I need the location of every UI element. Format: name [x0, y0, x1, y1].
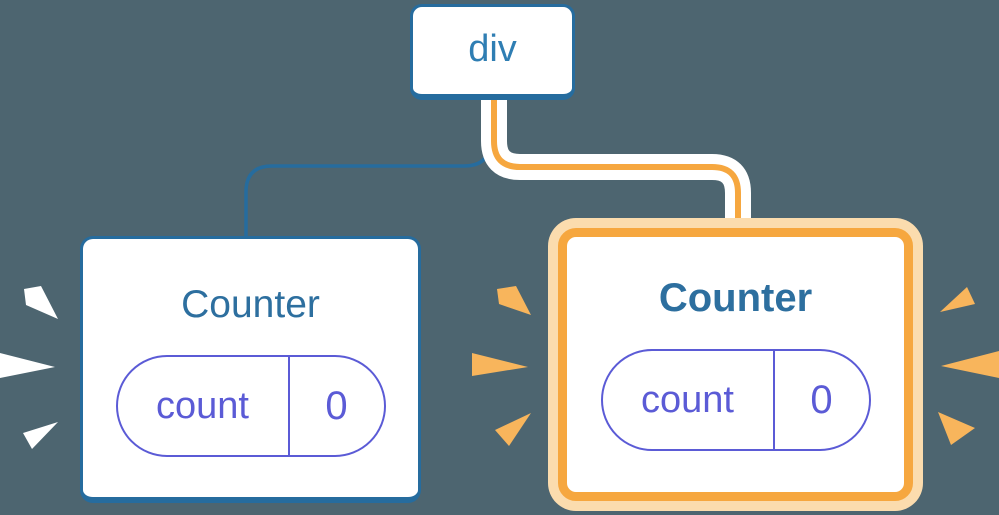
tree-node-counter-right: Counter count 0: [558, 228, 913, 501]
div-node-label: div: [468, 27, 517, 70]
connector-left-icon: [244, 98, 492, 240]
burst-white-bottom-icon: [23, 422, 58, 449]
burst-white-top-icon: [24, 286, 58, 319]
counter-right-title: Counter: [658, 276, 813, 320]
burst-orange-left-top-icon: [497, 286, 531, 315]
burst-orange-right-top-icon: [940, 287, 975, 312]
counter-left-title: Counter: [181, 283, 320, 326]
burst-orange-left-middle-icon: [472, 353, 528, 376]
state-key-label: count: [156, 384, 249, 427]
burst-white-middle-icon: [0, 353, 55, 378]
state-value-label: 0: [287, 357, 384, 455]
state-key-label: count: [641, 378, 734, 421]
burst-orange-left-bottom-icon: [495, 413, 531, 446]
state-value-label: 0: [772, 351, 869, 449]
burst-orange-right-middle-icon: [941, 351, 999, 378]
tree-node-counter-left: Counter count 0: [80, 236, 421, 503]
counter-right-state-pill: count 0: [600, 349, 871, 451]
counter-left-state-pill: count 0: [115, 355, 386, 457]
connector-right-icon: [491, 96, 741, 234]
tree-node-div: div: [410, 4, 575, 100]
burst-orange-right-bottom-icon: [938, 412, 975, 445]
